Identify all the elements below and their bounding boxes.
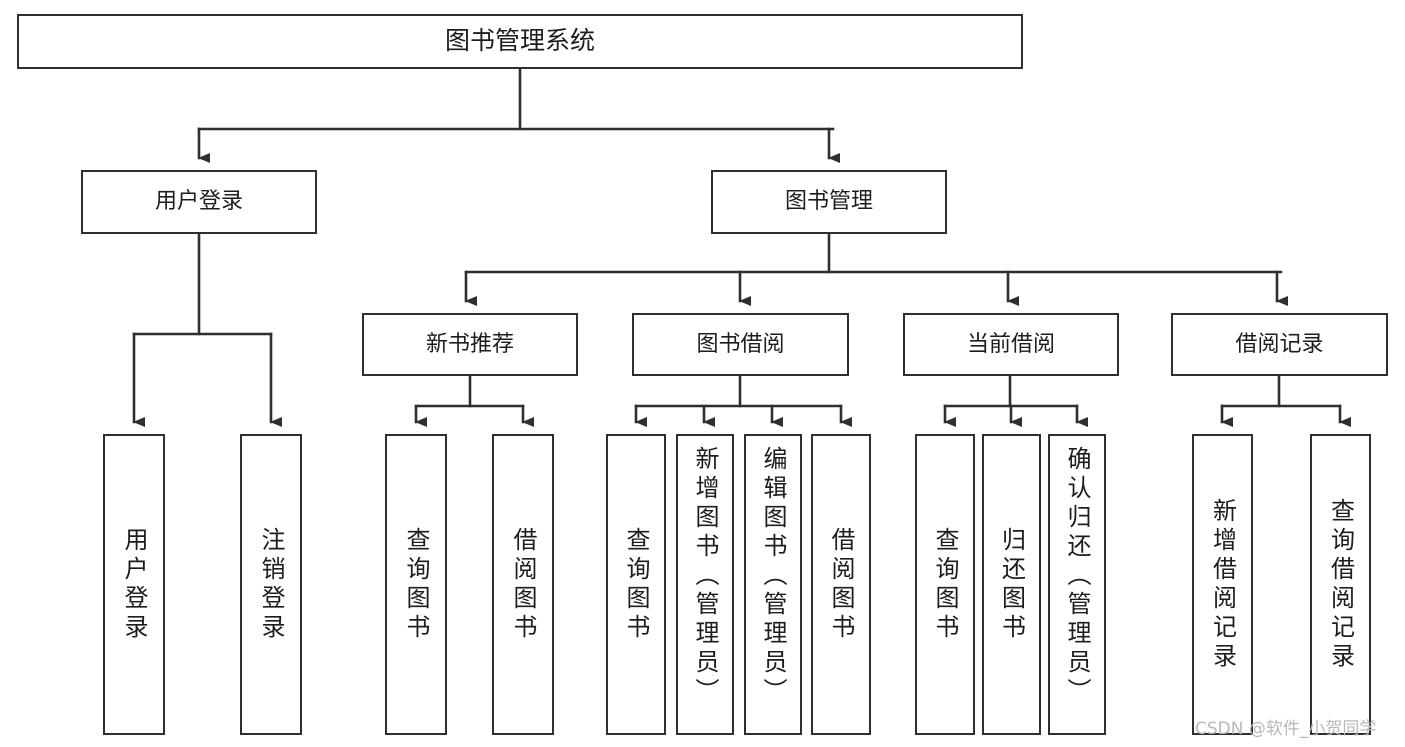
node-label: 图书借阅	[696, 331, 785, 357]
node-label: 图书管理系统	[444, 26, 595, 56]
node-user-login[interactable]: 用户登录	[81, 170, 317, 234]
node-label: 查询图书	[931, 526, 959, 643]
node-label: 用户登录	[154, 189, 243, 215]
leaf-current-confirm-return-admin[interactable]: 确认归还（管理员）	[1048, 434, 1106, 735]
node-label: 注销登录	[257, 526, 285, 643]
node-new-book-recommend[interactable]: 新书推荐	[362, 313, 578, 376]
watermark: CSDN @软件_小贺同学	[1195, 719, 1377, 739]
node-book-borrow[interactable]: 图书借阅	[632, 313, 849, 376]
node-book-management[interactable]: 图书管理	[711, 170, 947, 234]
leaf-record-query-borrow-record[interactable]: 查询借阅记录	[1310, 434, 1371, 735]
node-label: 查询图书	[402, 526, 430, 643]
node-label: 当前借阅	[966, 331, 1055, 357]
node-label: 新书推荐	[425, 331, 514, 357]
leaf-current-return-book[interactable]: 归还图书	[982, 434, 1041, 735]
node-label: 编辑图书（管理员）	[759, 446, 787, 707]
node-label: 新增图书（管理员）	[691, 446, 719, 707]
leaf-newbook-borrow-book[interactable]: 借阅图书	[492, 434, 554, 735]
leaf-login-logout[interactable]: 注销登录	[240, 434, 302, 735]
leaf-newbook-query-book[interactable]: 查询图书	[385, 434, 447, 735]
node-label: 用户登录	[120, 526, 148, 643]
leaf-borrow-query-book[interactable]: 查询图书	[606, 434, 666, 735]
node-label: 借阅图书	[827, 526, 855, 643]
node-label: 借阅图书	[509, 526, 537, 643]
node-label: 查询借阅记录	[1326, 497, 1355, 672]
leaf-current-query-book[interactable]: 查询图书	[915, 434, 975, 735]
node-label: 借阅记录	[1235, 331, 1324, 357]
leaf-login-user-login[interactable]: 用户登录	[103, 434, 165, 735]
leaf-borrow-edit-book-admin[interactable]: 编辑图书（管理员）	[744, 434, 802, 735]
node-root-system[interactable]: 图书管理系统	[17, 14, 1023, 69]
node-label: 确认归还（管理员）	[1063, 446, 1091, 707]
node-borrow-record[interactable]: 借阅记录	[1171, 313, 1388, 376]
node-current-borrow[interactable]: 当前借阅	[903, 313, 1119, 376]
leaf-record-add-borrow-record[interactable]: 新增借阅记录	[1192, 434, 1253, 735]
node-label: 查询图书	[622, 526, 650, 643]
node-label: 归还图书	[997, 526, 1026, 643]
leaf-borrow-borrow-book[interactable]: 借阅图书	[811, 434, 871, 735]
node-label: 图书管理	[784, 189, 873, 215]
leaf-borrow-add-book-admin[interactable]: 新增图书（管理员）	[676, 434, 734, 735]
node-label: 新增借阅记录	[1208, 497, 1237, 672]
